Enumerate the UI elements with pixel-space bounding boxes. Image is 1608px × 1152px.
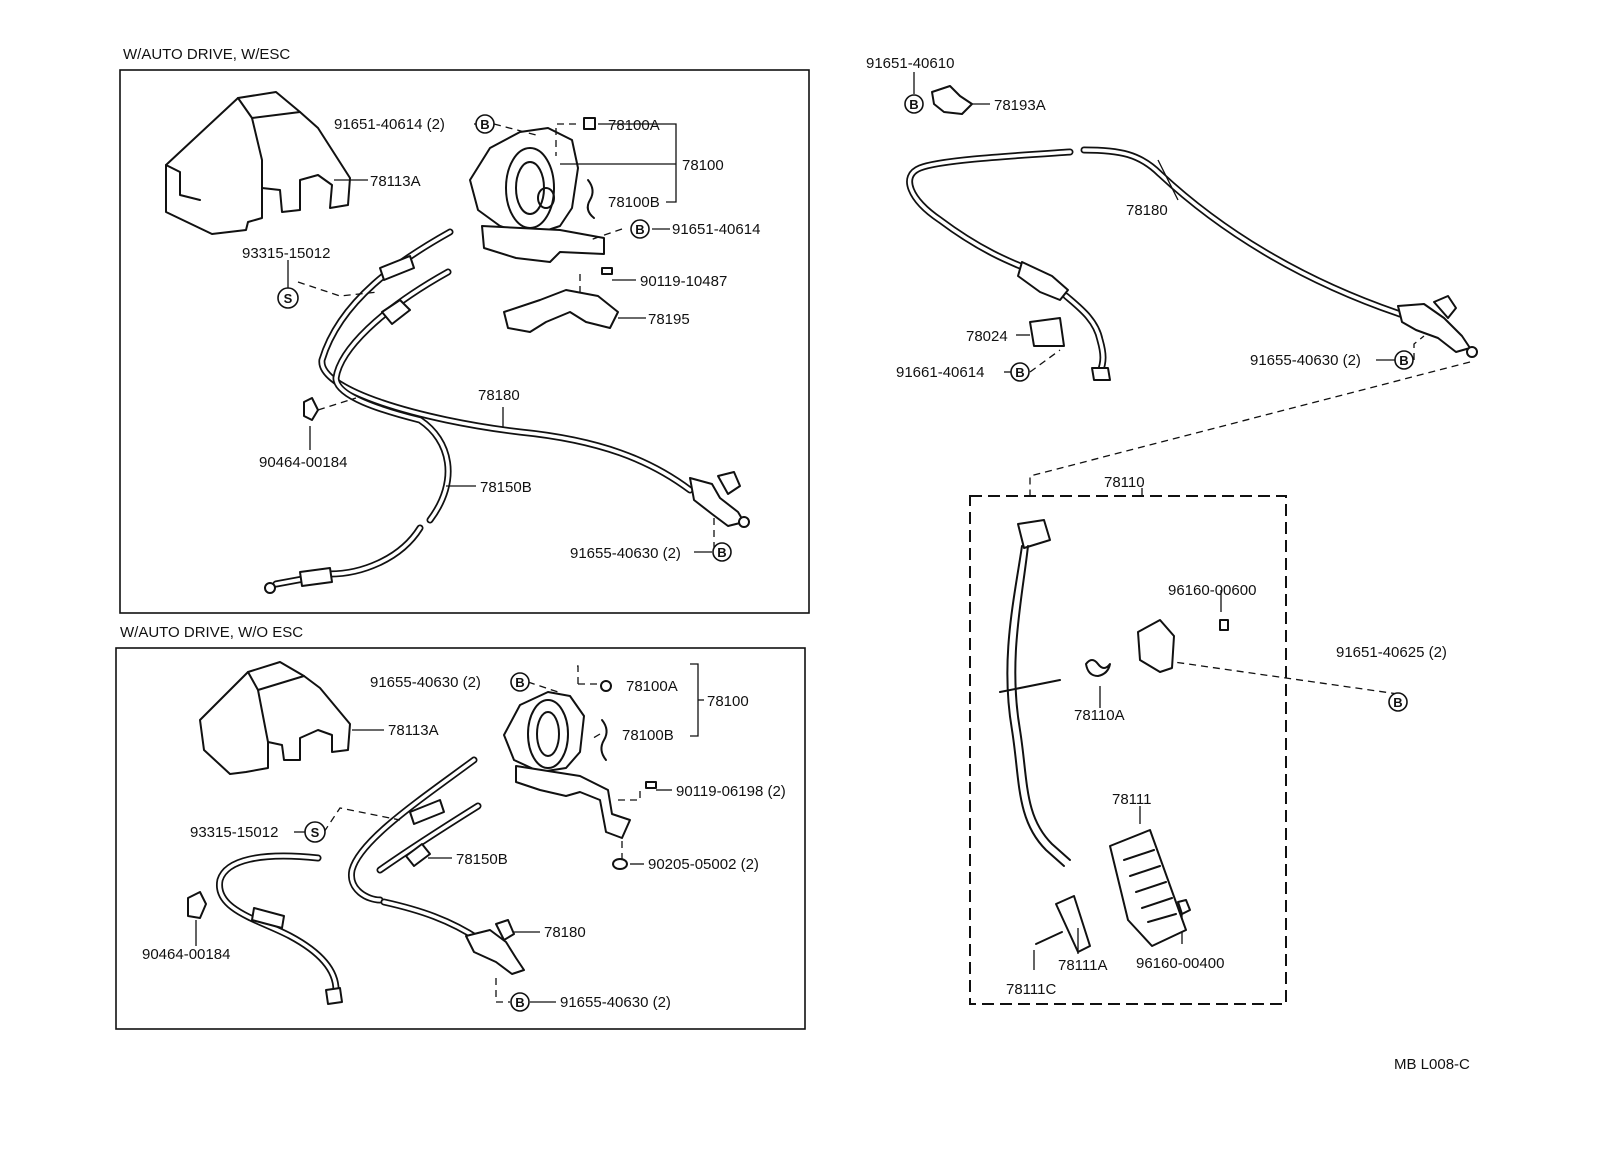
label-78110: 78110 [1104,474,1145,491]
label-91655-40630-2: 91655-40630 (2) [370,674,481,691]
badge-b: B [475,114,495,134]
label-91651-40614: 91651-40614 [672,221,760,238]
cover-78113a-top [165,91,351,235]
label-78111c: 78111C [1006,981,1056,998]
actuator-78100-bottom [503,691,631,839]
badge-s: S [277,287,299,309]
cable-78180-right [906,85,1478,381]
label-78100: 78100 [682,157,724,174]
label-90119-06198-2: 90119-06198 (2) [676,783,786,800]
label-90464-00184: 90464-00184 [259,454,347,471]
label-78195: 78195 [648,311,690,328]
svg-text:B: B [1393,695,1402,710]
pedal-assembly-frame [969,495,1287,1005]
svg-text:S: S [311,825,320,840]
label-91651-40614-2: 91651-40614 (2) [334,116,445,133]
label-93315-15012: 93315-15012 [242,245,330,262]
bolt-icon [601,267,613,275]
svg-text:B: B [515,675,524,690]
label-78024: 78024 [966,328,1008,345]
svg-text:B: B [635,222,644,237]
cables-top [264,228,750,594]
badge-s: S [304,821,326,843]
leaders-top [287,123,715,553]
label-90464-00184: 90464-00184 [142,946,230,963]
label-91651-40610: 91651-40610 [866,55,954,72]
label-91655-40630-2: 91655-40630 (2) [570,545,681,562]
nut-icon [583,117,596,130]
section-title-bottom-left: W/AUTO DRIVE, W/O ESC [120,624,303,641]
label-78100a: 78100A [608,117,660,134]
bolt-icon [645,781,657,789]
label-91655-40630-2: 91655-40630 (2) [1250,352,1361,369]
label-78150b: 78150B [480,479,532,496]
badge-b: B [510,992,530,1012]
badge-b: B [1388,692,1408,712]
label-78111a: 78111A [1058,957,1108,974]
leaders-right [913,72,1471,970]
label-78100a: 78100A [626,678,678,695]
nut-icon [612,858,628,870]
svg-text:B: B [1399,353,1408,368]
label-78113a: 78113A [388,722,439,739]
section-frame-top-left [119,69,810,614]
label-78111: 78111 [1112,791,1152,808]
label-78150b: 78150B [456,851,508,868]
badge-b: B [1394,350,1414,370]
pedal-assembly-78110 [999,519,1229,953]
svg-text:B: B [1015,365,1024,380]
label-78193a: 78193A [994,97,1046,114]
label-78100b: 78100B [608,194,660,211]
label-78180: 78180 [1126,202,1168,219]
badge-b: B [1010,362,1030,382]
cables-bottom [187,756,525,1005]
label-78180: 78180 [544,924,586,941]
label-91651-40625-2: 91651-40625 (2) [1336,644,1447,661]
washer-icon [600,680,612,692]
label-90119-10487: 90119-10487 [640,273,727,290]
badge-b: B [712,542,732,562]
section-title-top-left: W/AUTO DRIVE, W/ESC [123,46,290,63]
label-96160-00600: 96160-00600 [1168,582,1256,599]
badge-b: B [510,672,530,692]
svg-text:B: B [909,97,918,112]
label-93315-15012: 93315-15012 [190,824,278,841]
diagram-code: MB L008-C [1394,1056,1470,1073]
label-78100b: 78100B [622,727,674,744]
label-78100: 78100 [707,693,749,710]
badge-b: B [630,219,650,239]
svg-text:S: S [284,291,293,306]
svg-text:B: B [717,545,726,560]
svg-text:B: B [480,117,489,132]
badge-b: B [904,94,924,114]
leaders-bottom [195,663,704,1003]
label-78113a: 78113A [370,173,421,190]
actuator-78100-top [469,127,619,333]
label-96160-00400: 96160-00400 [1136,955,1224,972]
svg-text:B: B [515,995,524,1010]
label-90205-05002-2: 90205-05002 (2) [648,856,759,873]
label-91661-40614: 91661-40614 [896,364,984,381]
cover-78113a-bottom [199,661,351,775]
section-frame-bottom-left [115,647,806,1030]
label-78110a: 78110A [1074,707,1125,724]
label-91655-40630-2: 91655-40630 (2) [560,994,671,1011]
label-78180: 78180 [478,387,520,404]
